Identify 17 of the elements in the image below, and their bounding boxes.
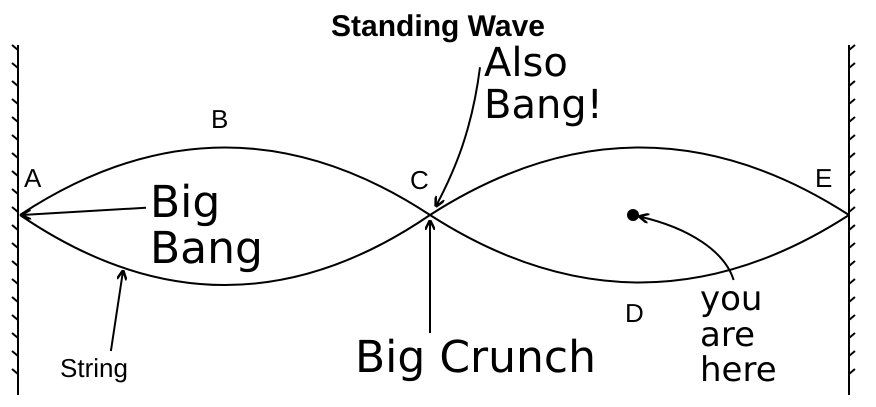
annotation-text: Big Bang [150, 180, 300, 272]
part-label: String [60, 353, 128, 384]
leader-arrow [638, 212, 735, 280]
leader-arrow [110, 268, 128, 352]
annotation-text: Big Crunch [355, 335, 655, 382]
point-label: B [211, 104, 228, 135]
leader-arrow [434, 67, 481, 208]
leader-arrow [20, 206, 146, 221]
point-label: C [410, 165, 429, 196]
annotation-text: Also Bang! [484, 42, 624, 126]
string-drawing [19, 146, 850, 286]
leader-arrow [424, 218, 436, 333]
point-label: E [815, 163, 832, 194]
point-label: A [24, 163, 42, 194]
diagram-title: Standing Wave [330, 10, 546, 44]
point-label: D [625, 298, 644, 329]
annotation-text: you are here [700, 282, 812, 390]
